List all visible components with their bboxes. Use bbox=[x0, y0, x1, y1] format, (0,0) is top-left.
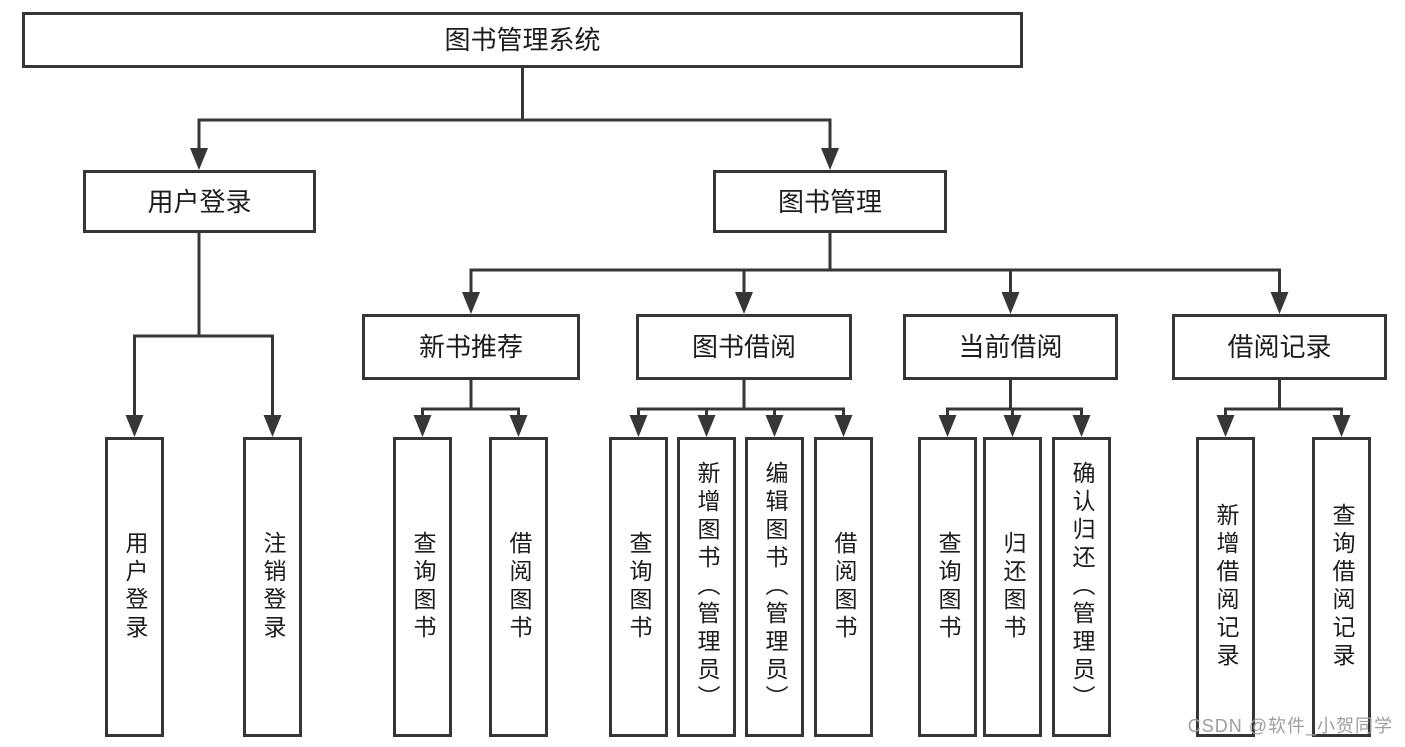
leaf-query-borrow-record: 查询借阅记录 bbox=[1312, 437, 1371, 737]
leaf-logout: 注销登录 bbox=[243, 437, 302, 737]
leaf-borrow-books-recommend: 借阅图书 bbox=[489, 437, 548, 737]
leaf-query-books-recommend: 查询图书 bbox=[393, 437, 452, 737]
leaf-confirm-return-admin: 确认归还（管理员） bbox=[1052, 437, 1111, 737]
leaf-add-borrow-record: 新增借阅记录 bbox=[1196, 437, 1255, 737]
connector-book-borrow-to-leaves bbox=[629, 378, 853, 437]
leaf-add-books-admin: 新增图书（管理员） bbox=[677, 437, 736, 737]
csdn-watermark: CSDN @软件_小贺同学 bbox=[1187, 716, 1393, 736]
leaf-edit-books-admin: 编辑图书（管理员） bbox=[745, 437, 804, 737]
node-current-borrowing: 当前借阅 bbox=[903, 314, 1118, 380]
connector-book-mgmt-to-level3 bbox=[462, 231, 1289, 314]
leaf-return-books: 归还图书 bbox=[983, 437, 1042, 737]
node-book-borrowing: 图书借阅 bbox=[636, 314, 852, 380]
node-user-login: 用户登录 bbox=[83, 170, 316, 233]
connector-borrow-records-to-leaves bbox=[1216, 378, 1351, 437]
leaf-query-books-borrowing: 查询图书 bbox=[609, 437, 668, 737]
connector-new-books-to-leaves bbox=[413, 378, 528, 437]
connector-user-login-to-leaves bbox=[125, 231, 282, 437]
leaf-query-books-current: 查询图书 bbox=[918, 437, 977, 737]
node-borrowing-records: 借阅记录 bbox=[1172, 314, 1387, 380]
connector-current-borrow-to-leaves bbox=[938, 378, 1091, 437]
node-new-book-recommendation: 新书推荐 bbox=[362, 314, 580, 380]
leaf-user-login: 用户登录 bbox=[105, 437, 164, 737]
node-book-management: 图书管理 bbox=[713, 170, 947, 233]
connector-root-to-level2 bbox=[190, 66, 839, 170]
node-library-management-system: 图书管理系统 bbox=[22, 12, 1023, 68]
leaf-borrow-books-borrowing: 借阅图书 bbox=[814, 437, 873, 737]
